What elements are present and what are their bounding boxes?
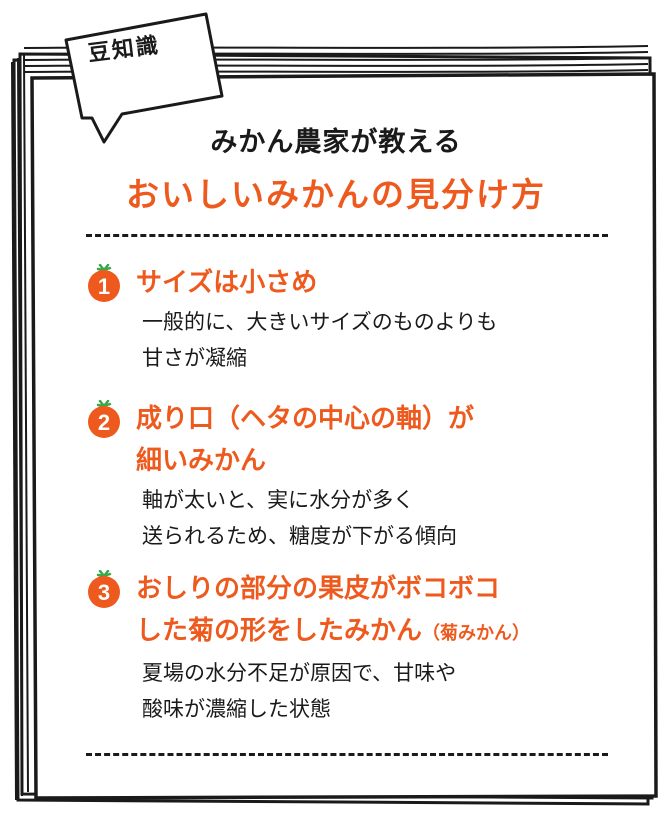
tip-body-line: 甘さが凝縮 bbox=[142, 346, 247, 370]
tip-body-line: 軸が太いと、実に水分が多く bbox=[142, 488, 415, 512]
tip-heading: サイズは小さめ bbox=[136, 268, 318, 298]
tip-heading: した菊の形をしたみかん（菊みかん） bbox=[136, 610, 626, 655]
dashed-divider-bottom bbox=[86, 753, 608, 756]
tip-body-line: 夏場の水分不足が原因で、甘味や bbox=[142, 661, 457, 685]
page-title: おいしいみかんの見分け方 bbox=[126, 175, 546, 214]
tip-item-2: 2 成り口（ヘタの中心の軸）が 細いみかん 軸が太いと、実に水分が多く 送られる… bbox=[86, 398, 626, 554]
tip-body-line: 一般的に、大きいサイズのものよりも bbox=[142, 310, 498, 334]
tip-heading: おしりの部分の果皮がボコボコ bbox=[136, 574, 501, 604]
orange-number-badge-icon: 3 bbox=[88, 570, 120, 608]
tip-heading-note: （菊みかん） bbox=[422, 623, 531, 644]
dashed-divider-top bbox=[86, 234, 608, 237]
subtitle: みかん農家が教える bbox=[210, 127, 462, 158]
tag-label: 豆知識 bbox=[86, 33, 162, 67]
tip-heading: 細いみかん bbox=[136, 446, 267, 476]
orange-number-badge-icon: 2 bbox=[88, 400, 120, 438]
tip-body-line: 酸味が濃縮した状態 bbox=[142, 697, 331, 721]
tip-heading: 成り口（ヘタの中心の軸）が bbox=[136, 404, 475, 434]
orange-number-badge-icon: 1 bbox=[88, 264, 120, 302]
tip-item-3: 3 おしりの部分の果皮がボコボコ した菊の形をしたみかん（菊みかん） 夏場の水分… bbox=[86, 568, 626, 727]
badge-number: 3 bbox=[98, 580, 110, 605]
tip-body-line: 送られるため、糖度が下がる傾向 bbox=[142, 524, 457, 548]
tip-item-1: 1 サイズは小さめ 一般的に、大きいサイズのものよりも 甘さが凝縮 bbox=[86, 262, 626, 376]
tip-heading-text: した菊の形をしたみかん bbox=[136, 616, 423, 646]
badge-number: 1 bbox=[98, 274, 110, 299]
badge-number: 2 bbox=[98, 410, 110, 435]
